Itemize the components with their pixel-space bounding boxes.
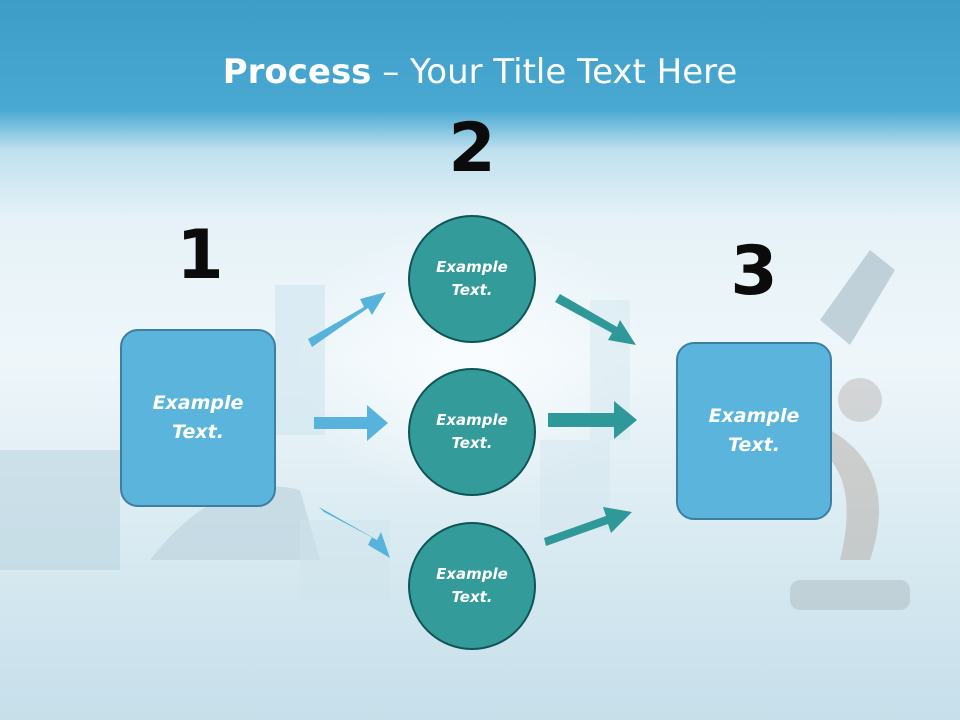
circle-middle-line2: Text.: [451, 434, 493, 452]
right-box-line2: Text.: [728, 434, 780, 456]
left-box: Example Text.: [120, 329, 276, 507]
arrow-right-lower: [544, 507, 632, 546]
step-number-2: 2: [448, 109, 496, 188]
circle-bottom-line2: Text.: [451, 588, 493, 606]
arrow-right-middle: [548, 401, 637, 439]
page-title: Process – Your Title Text Here: [0, 52, 960, 92]
left-box-line2: Text.: [172, 421, 224, 443]
right-box: Example Text.: [676, 342, 832, 520]
arrow-left-lower: [319, 507, 390, 558]
arrow-left-middle: [314, 405, 388, 441]
title-bold: Process: [222, 52, 372, 92]
circle-top-line1: Example: [436, 258, 508, 276]
left-box-line1: Example: [152, 392, 244, 414]
step-number-1: 1: [176, 216, 224, 295]
circle-bottom: Example Text.: [408, 522, 536, 650]
circle-bottom-line1: Example: [436, 565, 508, 583]
circle-middle: Example Text.: [408, 368, 536, 496]
circle-middle-line1: Example: [436, 411, 508, 429]
arrow-left-upper: [308, 292, 386, 347]
circle-top: Example Text.: [408, 215, 536, 343]
title-rest: – Your Title Text Here: [371, 52, 738, 92]
step-number-3: 3: [730, 232, 778, 311]
arrow-right-upper: [555, 294, 636, 345]
circle-top-line2: Text.: [451, 281, 493, 299]
right-box-line1: Example: [708, 405, 800, 427]
